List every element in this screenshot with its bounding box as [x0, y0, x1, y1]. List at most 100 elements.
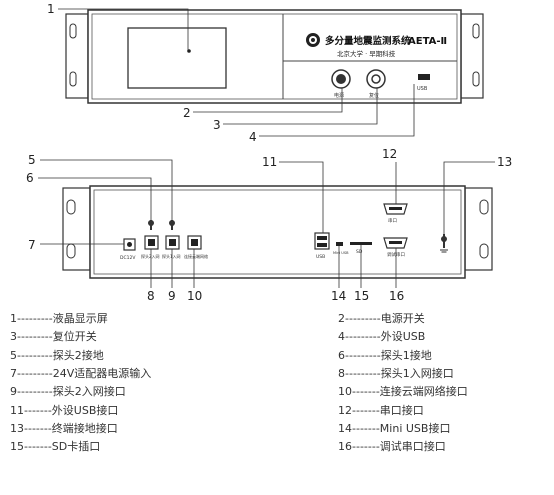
serial-label: 串口	[388, 218, 397, 224]
callout-3: 3	[213, 118, 221, 132]
legend-text: 外设USB接口	[51, 403, 119, 417]
legend-dashes: ---------	[17, 366, 53, 380]
callout-1: 1	[47, 2, 55, 16]
probe2-ground-terminal	[148, 220, 154, 230]
callout-9: 9	[168, 289, 176, 300]
sd-card-slot	[350, 242, 372, 245]
legend-dashes: ---------	[17, 312, 53, 325]
legend-number: 9	[10, 385, 17, 399]
callout-6: 6	[26, 171, 34, 185]
legend-dashes: -------	[352, 403, 380, 417]
legend-number: 1	[10, 312, 17, 325]
legend-number: 13	[10, 421, 24, 435]
front-usb-port	[418, 74, 430, 80]
legend-dashes: -------	[352, 440, 380, 454]
legend-row: 10-------连接云端网络接口	[338, 385, 468, 399]
terminal-ground-terminal	[440, 234, 448, 253]
legend-dashes: ---------	[345, 330, 381, 344]
rear-panel: DC12V 探头2入网 探头1入网 连接云端网络 USB Mini USB SD…	[62, 185, 493, 279]
reset-label: 复位	[369, 92, 379, 99]
legend-dashes: -------	[24, 440, 52, 454]
front-left-ear-slot-top	[69, 23, 77, 39]
callout-4: 4	[249, 130, 257, 144]
front-usb-label: USB	[417, 86, 428, 92]
legend-dashes: -------	[352, 421, 380, 435]
legend-number: 3	[10, 330, 17, 344]
legend-dashes: ---------	[17, 330, 53, 344]
callout-11: 11	[262, 155, 277, 169]
legend-text: 调试串口接口	[379, 440, 446, 454]
rear-usb-label: USB	[316, 254, 325, 260]
legend-number: 2	[338, 312, 345, 325]
legend-row: 7---------24V适配器电源输入	[10, 367, 151, 381]
callout-10: 10	[187, 289, 202, 300]
callout-12: 12	[382, 147, 397, 161]
callout-8: 8	[147, 289, 155, 300]
dc-label: DC12V	[120, 255, 136, 261]
legend-text: 连接云端网络接口	[379, 385, 468, 399]
net1-label: 探头1入网	[162, 253, 181, 259]
legend-text: 液晶显示屏	[52, 312, 108, 325]
legend-row: 9---------探头2入网接口	[10, 385, 126, 399]
legend-number: 16	[338, 440, 352, 454]
rear-left-rack-ear	[62, 187, 91, 271]
front-left-ear-slot-bottom	[69, 71, 77, 87]
legend-text: 24V适配器电源输入	[52, 366, 152, 380]
legend-row: 15-------SD卡插口	[10, 440, 100, 454]
legend-number: 15	[10, 440, 24, 454]
front-panel: 多分量地震监测系统 AETA-Ⅱ 北京大学 · 早期科技 电源 复位 USB	[65, 9, 484, 104]
legend-number: 12	[338, 403, 352, 417]
cloud-label: 连接云端网络	[184, 253, 208, 259]
legend-text: SD卡插口	[51, 440, 101, 454]
legend-row: 11-------外设USB接口	[10, 404, 118, 418]
callout-15: 15	[354, 289, 369, 300]
legend-row: 12-------串口接口	[338, 404, 424, 418]
legend-dashes: ---------	[345, 366, 381, 380]
callout-2: 2	[183, 106, 191, 120]
probe1-ground-terminal	[169, 220, 175, 230]
legend-dashes: ---------	[345, 312, 381, 325]
legend-dashes: -------	[24, 403, 52, 417]
legend-row: 8---------探头1入网接口	[338, 367, 454, 381]
callout-16: 16	[389, 289, 404, 300]
legend-dashes: ---------	[17, 348, 53, 362]
legend-row: 16-------调试串口接口	[338, 440, 446, 454]
front-left-rack-ear	[65, 13, 89, 99]
legend-row: 6---------探头1接地	[338, 349, 432, 363]
legend-dashes: ---------	[345, 348, 381, 362]
front-right-rack-ear	[460, 13, 484, 99]
legend-row: 4---------外设USB	[338, 330, 425, 344]
callout-5: 5	[28, 153, 36, 167]
legend-dashes: -------	[352, 385, 380, 399]
legend-text: 电源开关	[380, 312, 425, 325]
legend-number: 6	[338, 348, 345, 362]
legend-number: 11	[10, 403, 24, 417]
legend-row: 14-------Mini USB接口	[338, 422, 450, 436]
legend-text: 终端接地接口	[51, 421, 118, 435]
legend-text: 探头2接地	[52, 348, 104, 362]
brand-model: AETA-Ⅱ	[408, 36, 447, 47]
legend-number: 10	[338, 385, 352, 399]
legend-number: 7	[10, 366, 17, 380]
brand-title: 多分量地震监测系统	[325, 35, 411, 47]
legend-row: 5---------探头2接地	[10, 349, 104, 363]
legend-number: 14	[338, 421, 352, 435]
brand-subtitle: 北京大学 · 早期科技	[337, 49, 396, 58]
legend-dashes: -------	[24, 421, 52, 435]
callout-7: 7	[28, 238, 36, 252]
device-diagram: 多分量地震监测系统 AETA-Ⅱ 北京大学 · 早期科技 电源 复位 USB 1…	[26, 2, 512, 300]
sd-label: SD	[356, 249, 363, 255]
legend-text: 串口接口	[379, 403, 424, 417]
legend-number: 4	[338, 330, 345, 344]
callout-13: 13	[497, 155, 512, 169]
net2-label: 探头2入网	[141, 253, 160, 259]
power-label: 电源	[334, 92, 344, 99]
rear-chassis	[89, 185, 466, 279]
legend-text: 探头2入网接口	[52, 385, 126, 399]
rear-right-rack-ear	[464, 187, 493, 271]
front-right-ear-slot-bottom	[472, 71, 480, 87]
mini-label: Mini USB	[333, 251, 349, 255]
legend-dashes: ---------	[17, 385, 53, 399]
callout-14: 14	[331, 289, 346, 300]
mini-usb-port	[336, 242, 343, 246]
